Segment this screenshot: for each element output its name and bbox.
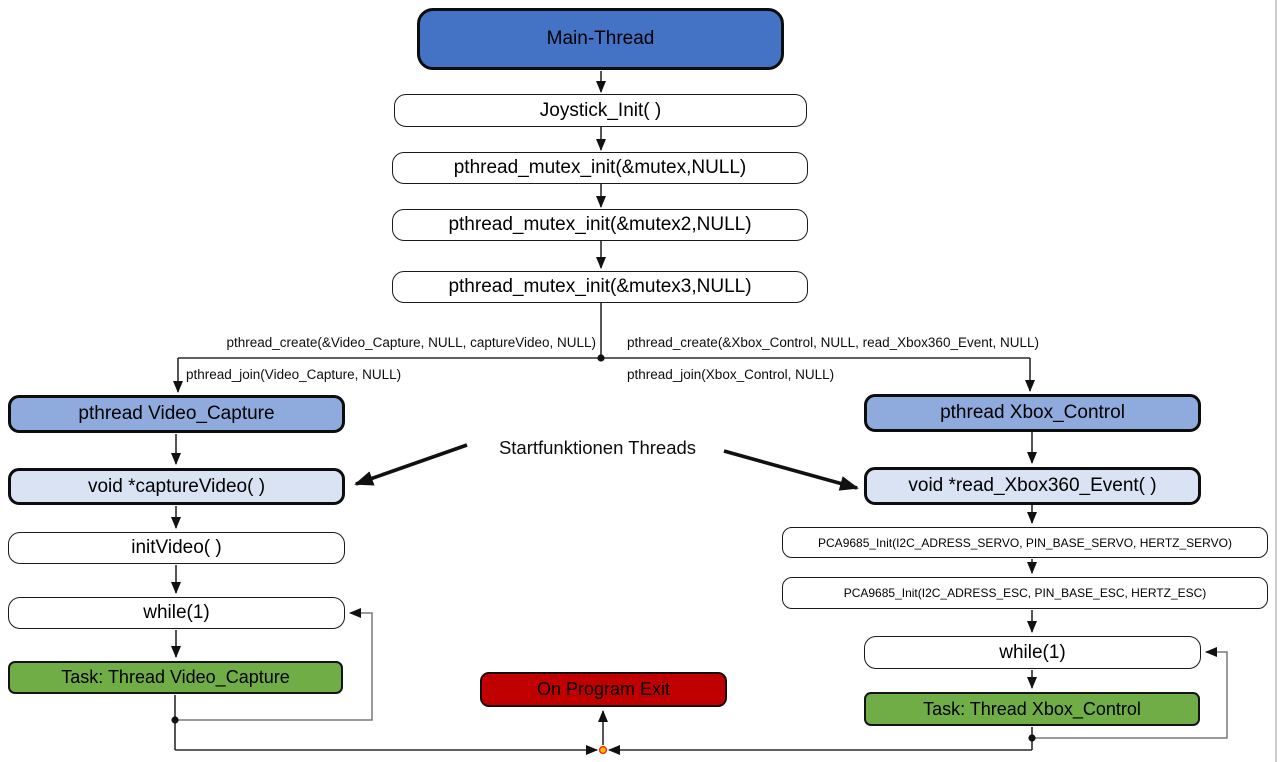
right-loop-junction-dot (1028, 734, 1036, 742)
arrow-startfn-to-capturevideo (354, 443, 468, 486)
exit-connection-point-icon (598, 745, 608, 755)
node-while-video: while(1) (8, 597, 345, 629)
node-init-video: initVideo( ) (8, 532, 345, 564)
edge-label-create-video: pthread_create(&Video_Capture, NULL, cap… (226, 335, 596, 350)
edge-label-join-xbox: pthread_join(Xbox_Control, NULL) (627, 367, 835, 382)
node-mutex-init-1: pthread_mutex_init(&mutex,NULL) (392, 152, 808, 184)
left-loop-junction-dot (171, 716, 179, 724)
node-pca-init-esc: PCA9685_Init(I2C_ADRESS_ESC, PIN_BASE_ES… (782, 577, 1268, 609)
node-capture-video: void *captureVideo( ) (8, 468, 345, 505)
node-mutex-init-3: pthread_mutex_init(&mutex3,NULL) (392, 271, 808, 303)
node-main-thread: Main-Thread (417, 8, 784, 70)
edge-label-create-xbox: pthread_create(&Xbox_Control, NULL, read… (627, 335, 1039, 350)
split-junction-dot (597, 354, 605, 362)
node-task-video-capture: Task: Thread Video_Capture (8, 661, 343, 694)
window-edge-divider (1275, 0, 1277, 762)
edge-label-join-video: pthread_join(Video_Capture, NULL) (186, 367, 402, 382)
node-pthread-xbox-control: pthread Xbox_Control (864, 394, 1201, 432)
node-pthread-video-capture: pthread Video_Capture (8, 395, 345, 433)
node-on-program-exit: On Program Exit (480, 672, 727, 707)
node-pca-init-servo: PCA9685_Init(I2C_ADRESS_SERVO, PIN_BASE_… (782, 527, 1268, 558)
loop-xbox-while (1032, 647, 1228, 739)
loop-video-while (175, 608, 373, 721)
node-mutex-init-2: pthread_mutex_init(&mutex2,NULL) (392, 209, 808, 241)
node-joystick-init: Joystick_Init( ) (394, 94, 807, 127)
node-read-xbox360-event: void *read_Xbox360_Event( ) (864, 467, 1201, 505)
node-task-xbox-control: Task: Thread Xbox_Control (864, 692, 1200, 726)
arrow-startfn-to-readevent (723, 449, 859, 491)
node-while-xbox: while(1) (864, 636, 1201, 669)
startfunktionen-label: Startfunktionen Threads (498, 437, 697, 458)
